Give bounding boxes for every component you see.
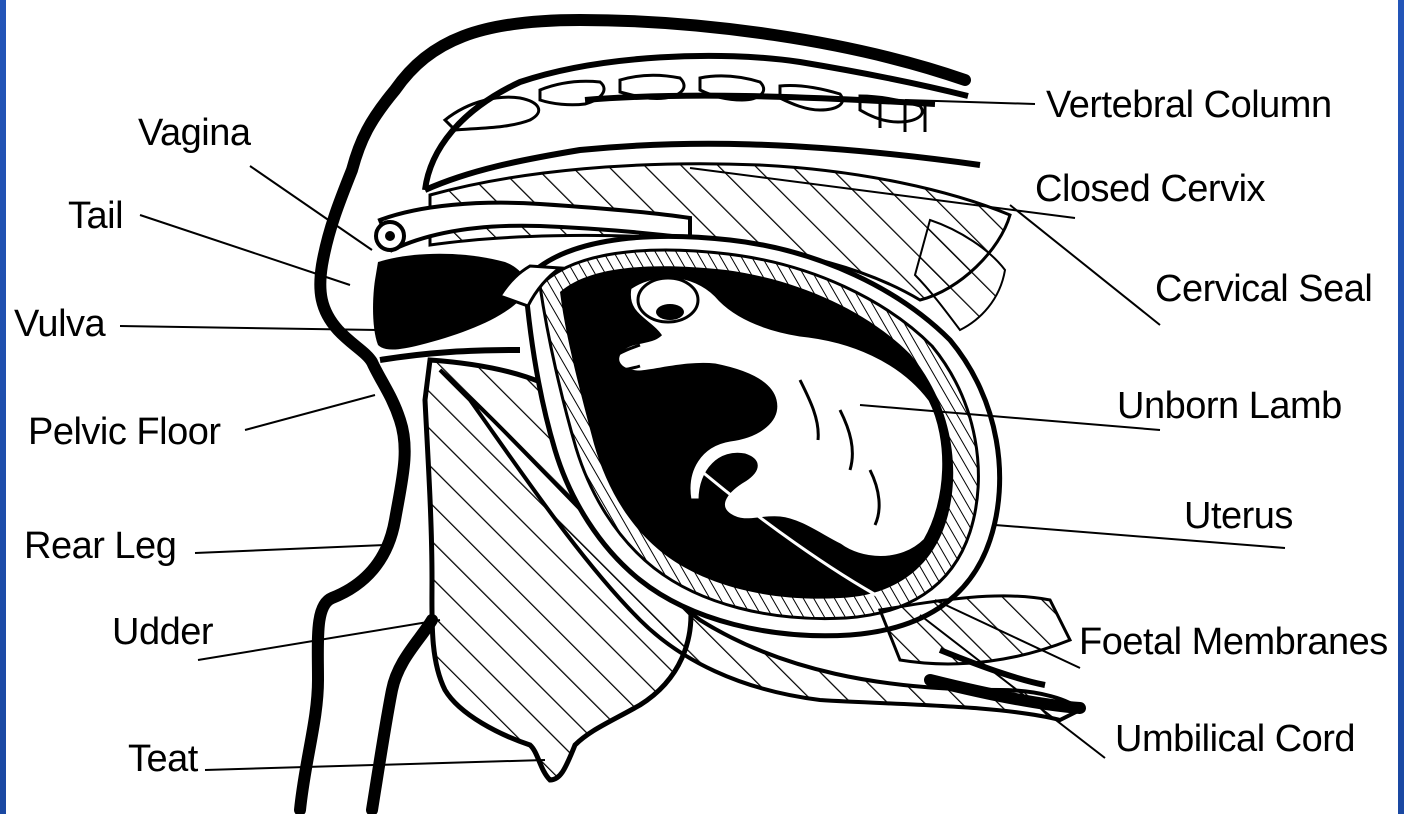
rear-leg-line (372, 620, 432, 810)
pelvic-floor-line (380, 350, 520, 360)
label-pelvic-floor: Pelvic Floor (28, 411, 221, 453)
vagina-dark (373, 254, 526, 350)
lower-abdominal-wall (880, 596, 1070, 664)
label-foetal-membranes: Foetal Membranes (1079, 621, 1388, 663)
label-tail: Tail (68, 195, 123, 237)
label-unborn-lamb: Unborn Lamb (1117, 385, 1342, 427)
label-rear-leg: Rear Leg (24, 525, 176, 567)
label-vulva: Vulva (14, 303, 107, 345)
label-cervical-seal: Cervical Seal (1155, 268, 1372, 310)
label-closed-cervix: Closed Cervix (1035, 168, 1266, 210)
label-vertebral-column: Vertebral Column (1046, 84, 1332, 126)
label-umbilical-cord: Umbilical Cord (1115, 718, 1355, 760)
label-vagina: Vagina (138, 112, 252, 154)
anatomy-drawing (300, 20, 1080, 810)
label-teat: Teat (128, 738, 199, 780)
label-udder: Udder (112, 611, 214, 653)
label-uterus: Uterus (1184, 495, 1293, 537)
